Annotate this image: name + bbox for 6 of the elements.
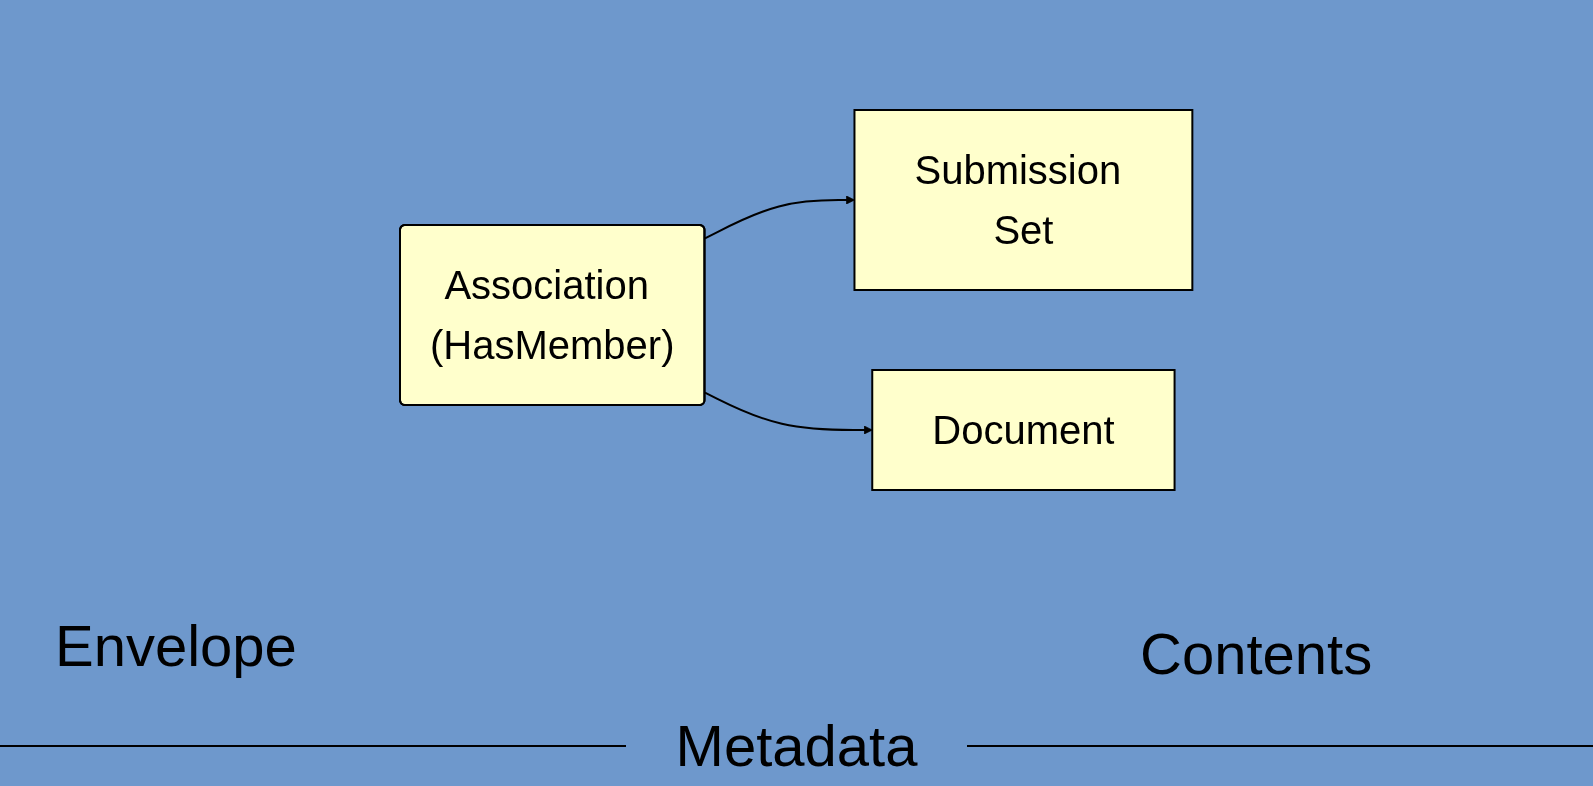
arrow [704, 391, 873, 435]
area-label: Envelope [55, 612, 297, 679]
node-box: Document [871, 369, 1176, 491]
section-label: Metadata [674, 712, 919, 779]
area-label: Contents [1140, 620, 1373, 687]
node-box: Submission Set [853, 109, 1194, 291]
